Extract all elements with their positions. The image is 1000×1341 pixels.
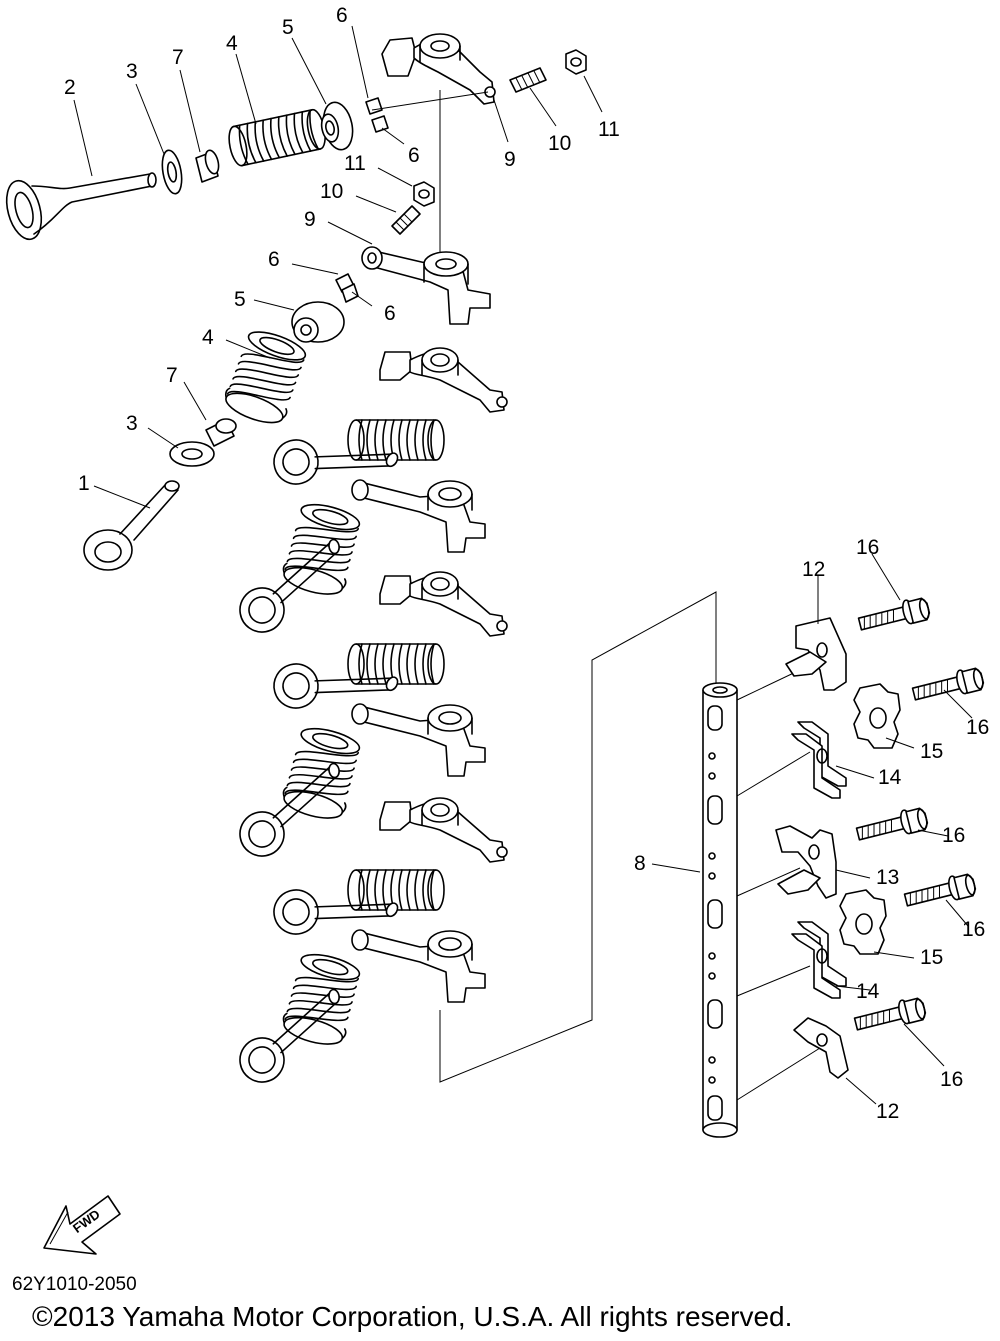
valve-spring xyxy=(219,324,312,431)
callout-6: 6 xyxy=(384,302,396,325)
bracket-bolt xyxy=(856,594,932,637)
valve-spring xyxy=(225,107,330,169)
shaft-plate xyxy=(853,683,901,749)
callout-9: 9 xyxy=(504,148,516,171)
lock-nut xyxy=(413,181,435,207)
callout-16: 16 xyxy=(942,824,965,847)
intake-valve xyxy=(5,172,157,241)
callout-14: 14 xyxy=(856,980,880,1003)
callout-leaders xyxy=(73,25,973,1105)
valve-cotter xyxy=(335,273,359,303)
shaft-shim xyxy=(791,721,847,799)
callout-14: 14 xyxy=(878,766,902,789)
assembly-guide-line xyxy=(439,591,717,1083)
lock-nut xyxy=(565,49,587,75)
callout-12: 12 xyxy=(802,558,825,581)
rocker-arm xyxy=(351,479,486,553)
rocker-arm xyxy=(379,571,508,637)
shaft-bracket xyxy=(785,617,847,691)
adjusting-screw xyxy=(509,67,547,93)
callout-6: 6 xyxy=(408,144,420,167)
callout-4: 4 xyxy=(202,326,214,349)
callout-3: 3 xyxy=(126,60,138,83)
bracket-bolt xyxy=(902,870,978,913)
callout-16: 16 xyxy=(856,536,879,559)
callout-2: 2 xyxy=(64,76,76,99)
callout-6: 6 xyxy=(268,248,280,271)
rocker-arm xyxy=(379,797,508,863)
callout-5: 5 xyxy=(282,16,294,39)
valve-stem-seal xyxy=(205,418,237,447)
rocker-arm xyxy=(351,703,486,777)
callout-11: 11 xyxy=(598,118,620,141)
callout-16: 16 xyxy=(962,918,985,941)
callout-16: 16 xyxy=(940,1068,963,1091)
callout-9: 9 xyxy=(304,208,316,231)
valve-stem-seal xyxy=(195,149,220,183)
callout-4: 4 xyxy=(226,32,238,55)
callout-16: 16 xyxy=(966,716,989,739)
copyright-notice: ©2013 Yamaha Motor Corporation, U.S.A. A… xyxy=(32,1301,792,1332)
callout-6: 6 xyxy=(336,4,348,27)
spring-retainer xyxy=(320,101,354,151)
rocker-arm xyxy=(361,246,491,325)
exhaust-valve xyxy=(83,480,180,571)
rocker-arm xyxy=(379,347,508,413)
callout-7: 7 xyxy=(166,364,178,387)
spring-seat-washer xyxy=(161,149,183,195)
callout-15: 15 xyxy=(920,740,943,763)
callout-10: 10 xyxy=(548,132,571,155)
assembly-guide-line xyxy=(736,669,821,1101)
forward-direction-arrow-icon xyxy=(43,1195,121,1255)
callout-11: 11 xyxy=(344,152,366,175)
shaft-bracket xyxy=(793,1017,849,1079)
callout-10: 10 xyxy=(320,180,343,203)
rocker-shaft-axis xyxy=(371,90,489,260)
rocker-arm xyxy=(351,929,486,1003)
callout-1: 1 xyxy=(78,472,90,495)
callout-5: 5 xyxy=(234,288,246,311)
callout-12: 12 xyxy=(876,1100,899,1123)
valve-cotter xyxy=(365,97,389,133)
rocker-shaft xyxy=(702,682,738,1138)
callout-15: 15 xyxy=(920,946,943,969)
bracket-bolt xyxy=(910,664,986,707)
callout-13: 13 xyxy=(876,866,899,889)
part-code: 62Y1010-2050 xyxy=(12,1274,137,1295)
callout-7: 7 xyxy=(172,46,184,69)
callout-8: 8 xyxy=(634,852,646,875)
shaft-bracket xyxy=(775,825,837,899)
shaft-plate xyxy=(839,889,887,955)
rocker-arm xyxy=(381,33,496,105)
adjusting-screw xyxy=(391,205,421,235)
spring-retainer xyxy=(291,301,345,343)
bracket-bolt xyxy=(854,804,930,847)
callout-3: 3 xyxy=(126,412,138,435)
spring-seat-washer xyxy=(169,441,215,467)
